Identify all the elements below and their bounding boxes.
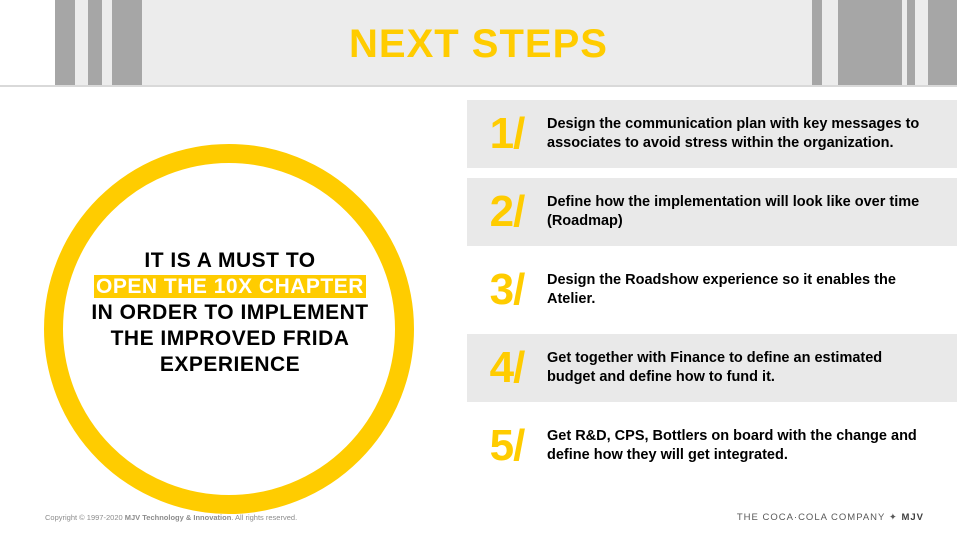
decorative-stripe <box>812 0 822 85</box>
page-title: NEXT STEPS <box>349 22 608 66</box>
step-number: 5/ <box>489 421 526 470</box>
step-item: 2/ Define how the implementation will lo… <box>467 178 957 246</box>
brand-company: THE COCA·COLA COMPANY ✦ <box>736 512 898 523</box>
copyright-suffix: . All rights reserved. <box>231 513 298 522</box>
step-text: Design the Roadshow experience so it ena… <box>547 272 896 307</box>
step-text: Get R&D, CPS, Bottlers on board with the… <box>547 428 917 463</box>
slogan-highlight: OPEN THE 10X CHAPTER <box>94 275 366 298</box>
copyright-prefix: Copyright © 1997-2020 <box>45 513 123 522</box>
slogan-text: IT IS A MUST TO OPEN THE 10X CHAPTER IN … <box>60 248 400 378</box>
brand-mjv: MJV <box>901 512 924 523</box>
brand-mark: THE COCA·COLA COMPANY ✦ MJV <box>737 512 924 523</box>
slogan-line: IN ORDER TO IMPLEMENT <box>91 301 369 324</box>
header-divider <box>0 85 957 87</box>
step-text: Get together with Finance to define an e… <box>547 350 883 385</box>
copyright-notice: Copyright © 1997-2020 MJV Technology & I… <box>45 513 297 522</box>
slogan-line: THE IMPROVED FRIDA <box>110 327 350 350</box>
step-item: 5/ Get R&D, CPS, Bottlers on board with … <box>467 412 957 480</box>
decorative-stripe <box>88 0 102 85</box>
step-item: 4/ Get together with Finance to define a… <box>467 334 957 402</box>
step-text: Design the communication plan with key m… <box>547 116 920 151</box>
step-item: 1/ Design the communication plan with ke… <box>467 100 957 168</box>
step-number: 4/ <box>489 343 526 392</box>
decorative-stripe <box>112 0 142 85</box>
copyright-company: MJV Technology & Innovation <box>124 513 232 522</box>
step-number: 2/ <box>489 187 526 236</box>
slogan-highlight-line: OPEN THE 10X CHAPTER <box>60 274 400 300</box>
step-item: 3/ Design the Roadshow experience so it … <box>467 256 957 324</box>
steps-list: 1/ Design the communication plan with ke… <box>467 100 957 490</box>
decorative-stripe <box>838 0 902 85</box>
slogan-line: IT IS A MUST TO <box>144 249 316 272</box>
decorative-stripe <box>928 0 957 85</box>
step-number: 1/ <box>489 109 526 158</box>
title-band <box>150 0 810 85</box>
slogan-line: EXPERIENCE <box>159 353 301 376</box>
header-bar: NEXT STEPS <box>0 0 957 85</box>
step-number: 3/ <box>489 265 526 314</box>
decorative-stripe <box>907 0 915 85</box>
step-text: Define how the implementation will look … <box>547 194 920 229</box>
decorative-stripe <box>0 0 55 85</box>
decorative-stripe <box>55 0 75 85</box>
